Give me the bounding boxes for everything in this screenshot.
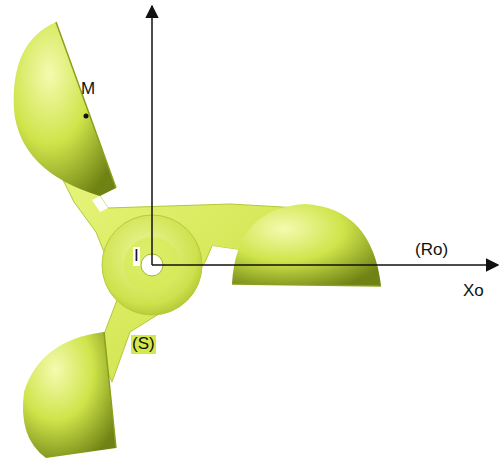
solid-label: (S) — [131, 335, 156, 354]
point-marker — [84, 114, 89, 119]
cups — [14, 22, 381, 458]
origin-label: I — [133, 247, 140, 266]
axis-label: Xo — [462, 282, 485, 301]
frame-label: (Ro) — [414, 241, 449, 260]
point-label: M — [80, 80, 96, 99]
axis-arrow — [152, 264, 498, 266]
axis-arrow — [151, 6, 153, 265]
